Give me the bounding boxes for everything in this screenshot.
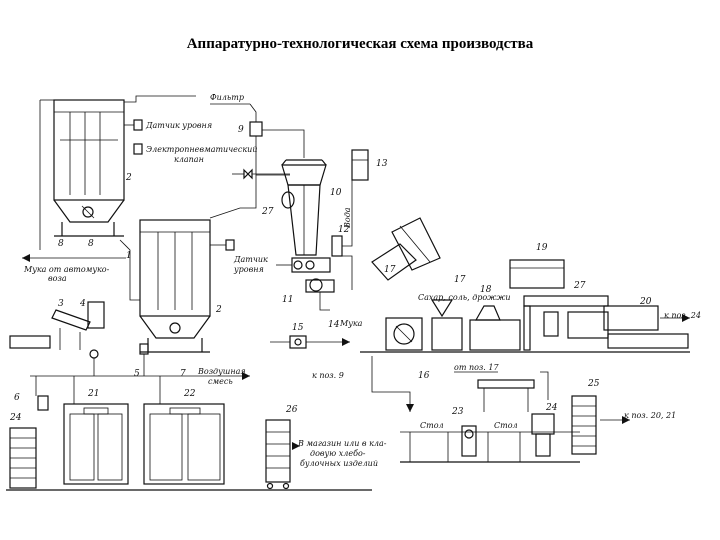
label-13: 14	[328, 320, 340, 330]
label-table-1: Стол	[420, 421, 444, 430]
valve-6-icon	[37, 395, 49, 411]
dough-hopper-16	[431, 317, 463, 351]
label-flour-truck-1: Мука от автомуко-	[23, 265, 110, 274]
mixer-dosing-unit	[291, 257, 331, 273]
proofer-18	[509, 259, 609, 351]
label-21: 22	[183, 389, 196, 399]
label-level-sensor-mid-2: уровня	[233, 265, 264, 274]
label-store-1: В магазин или в кла-	[297, 439, 387, 448]
label-12: 13	[376, 159, 388, 169]
label-table-2: Стол	[494, 421, 518, 430]
label-water: Вода	[343, 207, 352, 229]
conveyor	[477, 379, 535, 389]
label-23: 24	[545, 403, 558, 413]
label-2a: 2	[125, 173, 132, 183]
label-1: 1	[126, 251, 132, 261]
label-16: 17	[454, 275, 466, 285]
label-3b: 3	[58, 299, 64, 309]
level-sensor-icon	[133, 119, 143, 131]
label-18: 19	[536, 243, 548, 253]
label-4: 4	[79, 299, 86, 309]
water-tank-12	[351, 149, 369, 181]
label-sugar: Сахар, соль, дрожжи	[418, 293, 511, 302]
label-to-pos24: к поз. 24	[664, 311, 701, 320]
label-22: 23	[451, 407, 464, 417]
label-pneumatic-valve-2: клапан	[174, 155, 204, 164]
label-20: 21	[87, 389, 99, 399]
label-flour: Мука	[339, 319, 363, 328]
label-24b: 25	[587, 379, 600, 389]
label-3: 8	[58, 239, 64, 249]
compressor-14	[289, 335, 307, 349]
label-pneumatic-valve-1: Электропневматический	[146, 145, 257, 154]
label-store-2: довую хлебо-	[310, 449, 366, 458]
label-9: 10	[330, 188, 342, 198]
bread-rack-right	[571, 395, 597, 455]
flour-silo-top	[53, 99, 125, 237]
label-level-sensor-top: Датчик уровня	[145, 121, 212, 130]
label-store-3: булочных изделий	[300, 459, 378, 468]
label-to-pos9: к поз. 9	[312, 371, 344, 380]
label-14: 15	[292, 323, 304, 333]
kneading-machine	[371, 217, 441, 351]
proofing-cabinet-20	[63, 403, 129, 485]
oven-section-a	[567, 311, 609, 339]
label-7b: 7	[180, 369, 186, 379]
proofing-cabinet-21	[143, 403, 225, 485]
label-10: 11	[282, 295, 293, 305]
label-11: 12	[338, 225, 350, 235]
bread-rack-left	[9, 427, 37, 489]
level-sensor-mid-icon	[225, 239, 235, 251]
label-26: 27	[261, 207, 274, 217]
label-flour-truck-2: воза	[48, 274, 67, 283]
label-2b: 2	[215, 305, 222, 315]
water-meter	[331, 235, 343, 257]
packing-machine-22	[461, 425, 477, 457]
pneumatic-valve-icon	[133, 143, 143, 155]
label-air-mix-2: смесь	[208, 377, 233, 386]
filter-unit-icon	[249, 121, 263, 137]
label-19: 20	[639, 297, 652, 307]
label-5: 5	[134, 369, 140, 379]
label-air-mix-1: Воздушная	[197, 367, 246, 376]
divider-17	[474, 305, 501, 321]
label-to-pos2021: к поз. 20, 21	[624, 411, 676, 420]
flour-sifter	[9, 301, 105, 359]
label-from-pos17: от поз. 17	[454, 363, 499, 372]
bread-cart-25	[265, 419, 291, 490]
label-16a: 17	[384, 265, 396, 275]
slicer-23	[531, 413, 555, 435]
label-filter: Фильтр	[210, 93, 244, 102]
oven-19	[603, 305, 659, 331]
label-level-sensor-mid-1: Датчик	[233, 255, 268, 264]
label-27: 27	[573, 281, 586, 291]
page-title: Аппаратурно-технологическая схема произв…	[186, 36, 534, 52]
label-6: 6	[14, 393, 20, 403]
label-17: 18	[480, 285, 492, 295]
label-25: 26	[285, 405, 298, 415]
label-15: 16	[418, 371, 430, 381]
label-24a: 24	[9, 413, 22, 423]
flour-silo-mid	[139, 219, 211, 353]
label-8: 9	[238, 125, 244, 135]
dosing-hopper	[281, 159, 327, 256]
label-7a: 8	[88, 239, 94, 249]
